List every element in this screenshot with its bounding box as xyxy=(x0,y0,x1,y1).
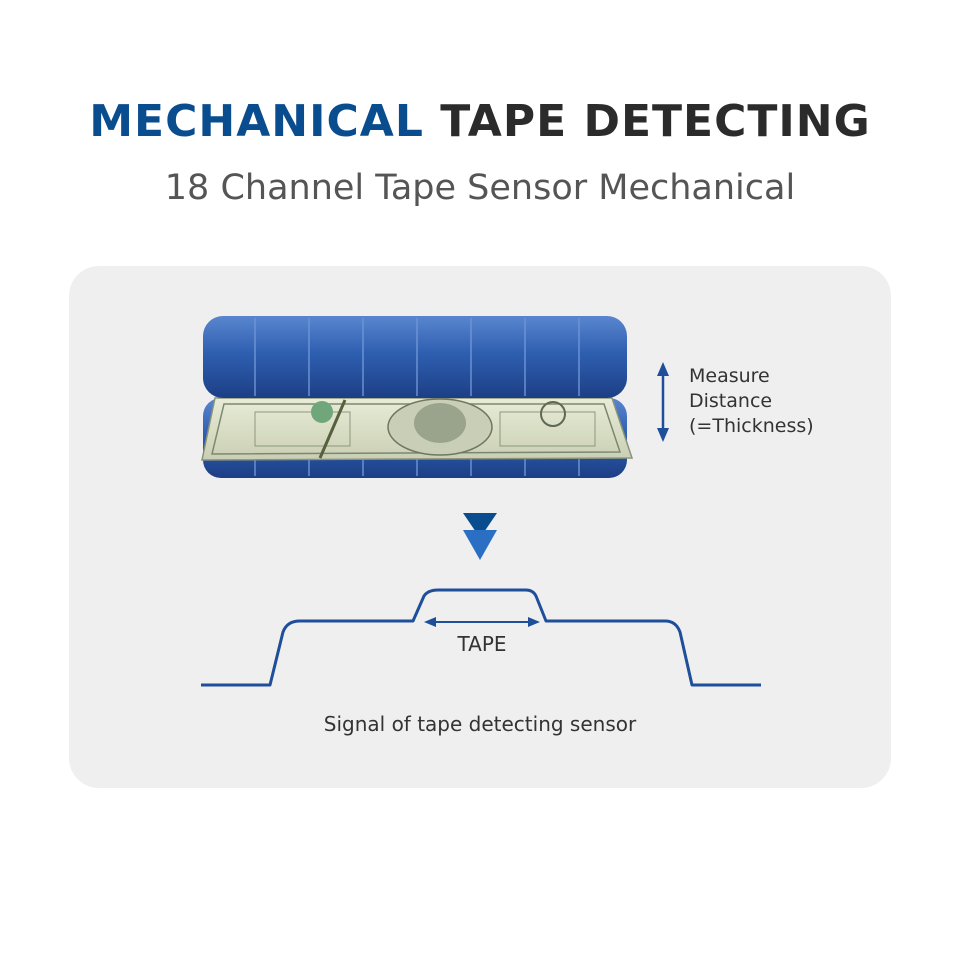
signal-waveform xyxy=(201,588,761,687)
page-title: MECHANICAL TAPE DETECTING xyxy=(0,96,960,147)
vertical-double-arrow-icon xyxy=(657,362,669,442)
measure-distance-label: Measure Distance (=Thickness) xyxy=(689,364,814,439)
banknote-icon xyxy=(201,397,634,461)
title-rest: TAPE DETECTING xyxy=(440,96,871,147)
measure-line-3: (=Thickness) xyxy=(689,415,814,437)
signal-caption: Signal of tape detecting sensor xyxy=(323,712,637,736)
title-accent: MECHANICAL xyxy=(89,96,424,147)
page-subtitle: 18 Channel Tape Sensor Mechanical xyxy=(164,168,796,208)
upper-roller xyxy=(203,316,627,398)
tape-label: TAPE xyxy=(457,632,507,656)
double-down-arrow-icon xyxy=(463,513,497,560)
measure-line-2: Distance xyxy=(689,390,773,412)
measure-line-1: Measure xyxy=(689,365,770,387)
tape-width-arrow xyxy=(424,617,540,627)
